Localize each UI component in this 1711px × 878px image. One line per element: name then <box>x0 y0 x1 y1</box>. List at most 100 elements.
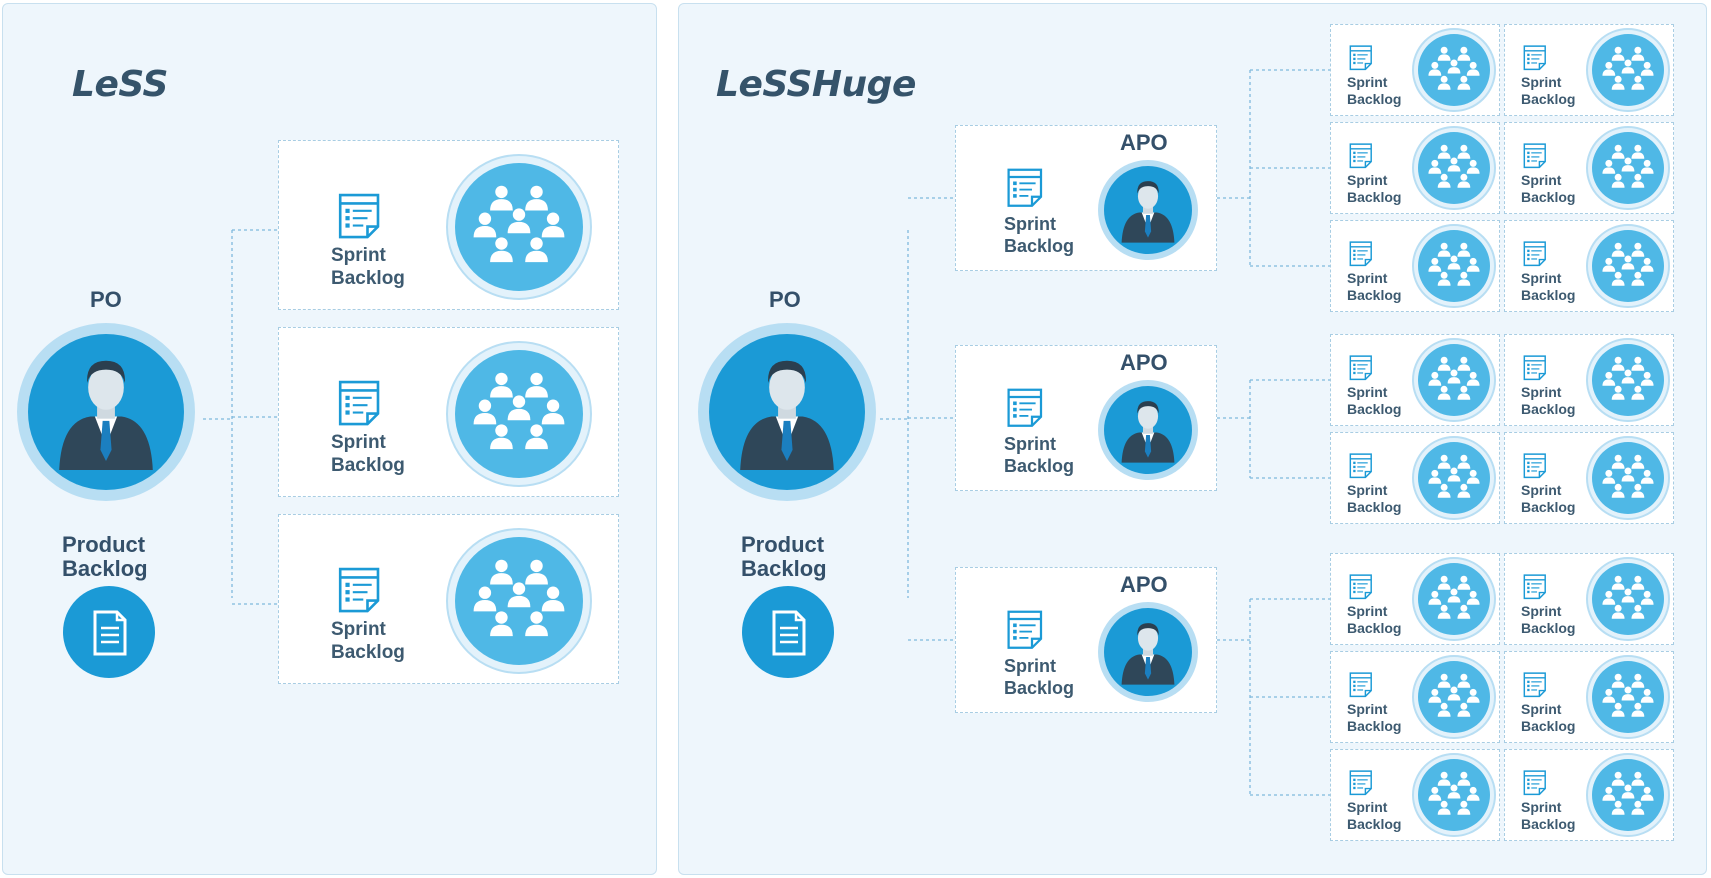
sprint-label: Sprint <box>1521 799 1562 815</box>
sprint-label: Sprint <box>1347 603 1388 619</box>
sprint-backlog-checklist-icon <box>1348 45 1374 71</box>
lesshuge-po-label: PO <box>769 287 801 312</box>
team-group-icon <box>1412 338 1496 422</box>
sprint-label: Sprint <box>1521 270 1562 286</box>
backlog-label: Backlog <box>1347 498 1402 515</box>
lesshuge-backlog-label: Backlog <box>741 556 827 581</box>
sprint-label: Sprint <box>1521 603 1562 619</box>
sprint-backlog-checklist-icon <box>1348 574 1374 600</box>
apo-businessman-icon <box>1098 602 1198 702</box>
sprint-backlog-checklist-icon <box>1005 388 1045 428</box>
backlog-label: Backlog <box>331 267 405 289</box>
backlog-label: Backlog <box>1521 498 1576 515</box>
backlog-label: Backlog <box>1347 815 1402 832</box>
sprint-label: Sprint <box>1004 434 1056 454</box>
team-group-icon <box>1412 753 1496 837</box>
backlog-label: Backlog <box>331 454 405 476</box>
apo-businessman-icon <box>1098 380 1198 480</box>
sprint-backlog-checklist-icon <box>1005 168 1045 208</box>
apo-businessman-icon <box>1098 160 1198 260</box>
sprint-backlog-checklist-icon <box>1005 610 1045 650</box>
team-group-icon <box>1586 338 1670 422</box>
backlog-label: Backlog <box>1521 188 1576 205</box>
sprint-backlog-checklist-icon <box>1522 453 1548 479</box>
less-backlog-label: Backlog <box>62 556 148 581</box>
sprint-backlog-checklist-icon <box>1522 355 1548 381</box>
less-po-label: PO <box>90 287 122 312</box>
less-product-label: Product <box>62 532 146 557</box>
backlog-label: Backlog <box>1004 235 1075 256</box>
less-product-backlog-document-icon <box>63 586 155 678</box>
team-group-icon <box>1586 224 1670 308</box>
sprint-backlog-checklist-icon <box>1348 143 1374 169</box>
sprint-label: Sprint <box>1521 482 1562 498</box>
sprint-label: Sprint <box>1347 270 1388 286</box>
backlog-label: Backlog <box>1521 619 1576 636</box>
lesshuge-product-backlog-document-icon <box>742 586 834 678</box>
team-group-icon <box>1586 557 1670 641</box>
backlog-label: Backlog <box>1347 188 1402 205</box>
backlog-label: Backlog <box>1521 90 1576 107</box>
sprint-label: Sprint <box>1521 701 1562 717</box>
sprint-backlog-checklist-icon <box>1522 574 1548 600</box>
sprint-label: Sprint <box>1521 172 1562 188</box>
less-po-businessman-icon <box>17 323 195 501</box>
lesshuge-title: LeSSHuge <box>716 64 916 105</box>
backlog-label: Backlog <box>1347 286 1402 303</box>
team-group-icon <box>1412 126 1496 210</box>
sprint-backlog-checklist-icon <box>1348 241 1374 267</box>
sprint-backlog-checklist-icon <box>336 380 382 426</box>
lesshuge-po-businessman-icon <box>698 323 876 501</box>
team-group-icon <box>1586 126 1670 210</box>
team-group-icon <box>1586 655 1670 739</box>
team-group-icon <box>1412 655 1496 739</box>
team-group-icon <box>446 341 592 487</box>
sprint-backlog-checklist-icon <box>1522 672 1548 698</box>
backlog-label: Backlog <box>1347 90 1402 107</box>
team-group-icon <box>1412 28 1496 112</box>
sprint-label: Sprint <box>1347 74 1388 90</box>
sprint-label: Sprint <box>1004 214 1056 234</box>
sprint-label: Sprint <box>331 432 386 453</box>
sprint-backlog-checklist-icon <box>336 193 382 239</box>
backlog-label: Backlog <box>1347 619 1402 636</box>
sprint-label: Sprint <box>1347 172 1388 188</box>
team-group-icon <box>1586 436 1670 520</box>
sprint-backlog-checklist-icon <box>1522 45 1548 71</box>
sprint-label: Sprint <box>1521 74 1562 90</box>
backlog-label: Backlog <box>1521 400 1576 417</box>
sprint-backlog-checklist-icon <box>1522 241 1548 267</box>
team-group-icon <box>446 154 592 300</box>
sprint-label: Sprint <box>1347 384 1388 400</box>
team-group-icon <box>1412 224 1496 308</box>
sprint-backlog-checklist-icon <box>336 567 382 613</box>
team-group-icon <box>1412 436 1496 520</box>
apo-label: APO <box>1120 130 1168 155</box>
backlog-label: Backlog <box>1521 286 1576 303</box>
backlog-label: Backlog <box>331 641 405 663</box>
backlog-label: Backlog <box>1521 815 1576 832</box>
backlog-label: Backlog <box>1347 717 1402 734</box>
team-group-icon <box>1586 28 1670 112</box>
team-group-icon <box>1412 557 1496 641</box>
sprint-backlog-checklist-icon <box>1522 770 1548 796</box>
backlog-label: Backlog <box>1347 400 1402 417</box>
sprint-label: Sprint <box>331 245 386 266</box>
team-group-icon <box>446 528 592 674</box>
